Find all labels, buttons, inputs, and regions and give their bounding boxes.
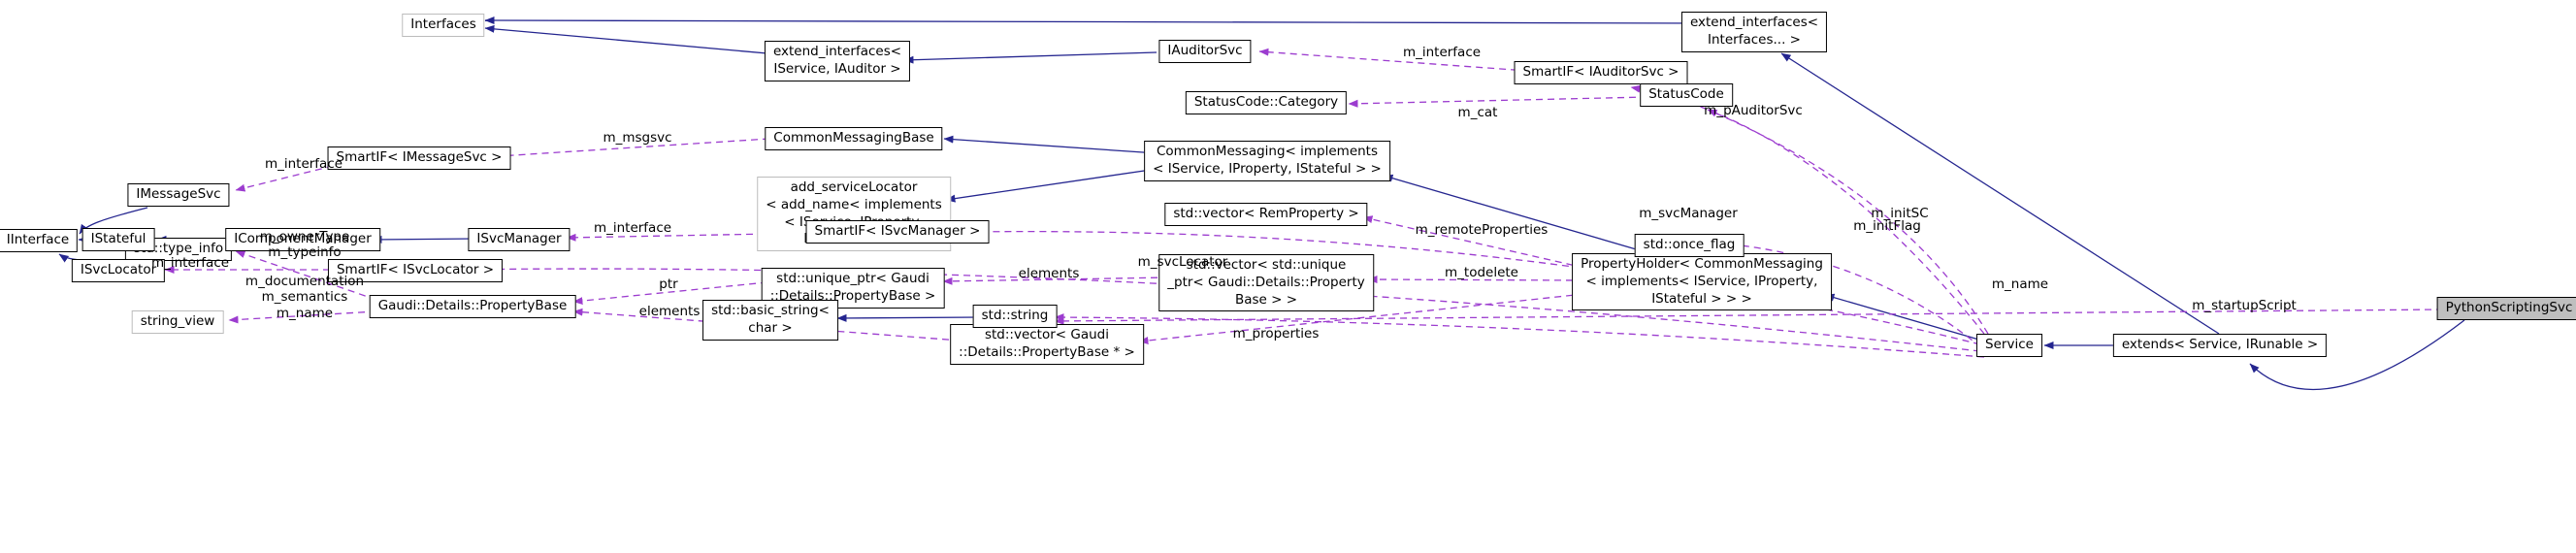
node-gaudi-details-propertybase[interactable]: Gaudi::Details::PropertyBase [369,295,576,318]
node-smartif-isvcmanager[interactable]: SmartIF< ISvcManager > [805,220,990,244]
inheritance-edge [903,51,1158,64]
node-std-vector-unique-ptr[interactable]: std::vector< std::unique _ptr< Gaudi::De… [1158,254,1374,312]
usage-edge [566,232,824,242]
node-extend-interfaces-iservice-iauditor[interactable]: extend_interfaces< IService, IAuditor > [764,41,911,81]
node-std-basic-string[interactable]: std::basic_string< char > [702,300,838,341]
node-commonmessagingbase[interactable]: CommonMessagingBase [765,127,943,150]
node-std-vector-propertybase-ptr[interactable]: std::vector< Gaudi ::Details::PropertyBa… [950,324,1144,365]
node-propertyholder[interactable]: PropertyHolder< CommonMessaging < implem… [1572,253,1832,311]
edge-label: m_name [1991,276,2049,292]
edge-label: m_interface [593,220,672,236]
node-extend-interfaces-variadic[interactable]: extend_interfaces< Interfaces... > [1680,12,1828,52]
usage-edge [1258,48,1542,73]
node-commonmessaging[interactable]: CommonMessaging< implements < IService, … [1144,141,1390,181]
usage-edge [971,227,1981,345]
inheritance-edge [484,16,1707,25]
inheritance-edge [79,207,148,235]
node-extends-service-irunable[interactable]: extends< Service, IRunable > [2112,334,2328,357]
inheritance-edge [372,235,478,244]
node-interfaces[interactable]: Interfaces [402,14,485,37]
node-std-vector-remproperty[interactable]: std::vector< RemProperty > [1164,203,1368,226]
edge-label: m_interface [150,255,230,271]
node-string-view[interactable]: string_view [131,310,224,334]
edge-label: m_initFlag [1853,218,1921,234]
edge-label: elements [1018,266,1080,281]
node-smartif-iauditorsvc[interactable]: SmartIF< IAuditorSvc > [1514,61,1688,84]
node-std-once-flag[interactable]: std::once_flag [1634,234,1745,257]
node-statuscode[interactable]: StatusCode [1640,83,1733,107]
usage-edge [942,276,1170,285]
inheritance-edge [1824,293,1983,342]
usage-edge [1054,309,2444,325]
usage-edge [498,138,770,160]
node-statuscode-category[interactable]: StatusCode::Category [1185,91,1348,114]
usage-edge [572,308,962,342]
inheritance-edge [943,135,1158,154]
usage-edge [1348,96,1648,108]
usage-edge [228,310,377,324]
usage-edge [1732,242,1982,348]
usage-edge [235,250,377,301]
node-isvcmanager[interactable]: ISvcManager [468,228,571,251]
edge-label: m_todelete [1445,265,1518,280]
inheritance-edge [2249,319,2465,391]
edge-label: m_interface [1402,45,1482,60]
usage-edge [235,162,345,192]
node-iauditorsvc[interactable]: IAuditorSvc [1158,40,1252,63]
node-imessagesvc[interactable]: IMessageSvc [127,183,230,207]
inheritance-edge [836,313,981,322]
edge-label: m_initSC [1871,206,1929,221]
edge-label: m_cat [1457,105,1498,120]
node-icomponentmanager[interactable]: IComponentManager [225,228,380,251]
edge-label: m_interface [264,156,343,172]
edge-label: m_properties [1232,326,1320,342]
node-smartif-imessagesvc[interactable]: SmartIF< IMessageSvc > [327,146,511,170]
inheritance-edge [1383,174,1650,254]
edge-label: ptr [659,276,678,292]
inheritance-edge [945,168,1158,203]
edge-label: m_ownerType m_typeinfo [259,229,350,261]
node-service[interactable]: Service [1976,334,2042,357]
usage-edge [1054,313,1985,358]
edge-label: m_svcLocator [1137,254,1228,270]
usage-edge [1138,293,1585,344]
inheritance-edge [1780,52,2220,335]
edge-label: m_pAuditorSvc [1704,103,1803,118]
edge-label: m_remoteProperties [1415,222,1549,238]
usage-edge [572,281,768,306]
node-istateful[interactable]: IStateful [82,228,155,251]
node-iinterface[interactable]: IInterface [0,229,79,252]
usage-edge [1362,215,1585,269]
edge-label: m_startupScript [2192,298,2297,313]
node-pythonscriptingsvc: PythonScriptingSvc [2436,297,2576,320]
node-smartif-isvclocator[interactable]: SmartIF< ISvcLocator > [327,259,504,282]
node-std-string[interactable]: std::string [972,305,1058,328]
usage-edge [1367,276,1585,284]
node-isvclocator[interactable]: ISvcLocator [71,259,166,282]
edge-label: m_msgsvc [603,130,672,146]
inheritance-edge [484,24,779,55]
edge-label: elements [638,304,701,319]
edge-label: m_svcManager [1639,206,1738,221]
usage-edge [1707,109,1989,335]
edge-label: m_documentation m_semantics m_name [245,274,365,321]
